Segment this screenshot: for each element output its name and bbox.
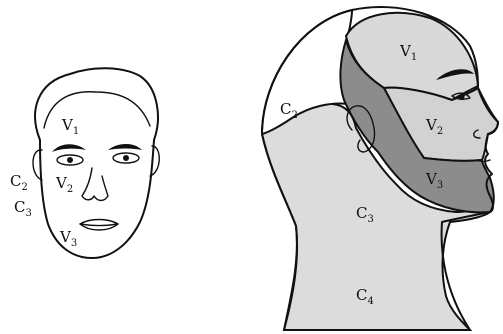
front-left-pupil [67, 157, 73, 163]
front-lip-line [80, 224, 118, 226]
front-face: V1 V2 V3 C2 C3 [10, 68, 159, 258]
front-label-c3: C3 [14, 198, 32, 219]
front-right-pupil [123, 155, 129, 161]
front-hairline [44, 92, 150, 128]
front-label-v3: V3 [59, 228, 77, 249]
front-nose [82, 168, 108, 201]
front-left-eyebrow [52, 144, 86, 152]
side-head: V1 V2 V3 C2 C3 C4 [262, 7, 498, 330]
front-label-v1: V1 [61, 116, 79, 137]
front-right-eyebrow [108, 144, 142, 150]
front-label-v2: V2 [55, 174, 73, 195]
front-label-c2: C2 [10, 172, 28, 193]
side-pupil [460, 95, 465, 100]
